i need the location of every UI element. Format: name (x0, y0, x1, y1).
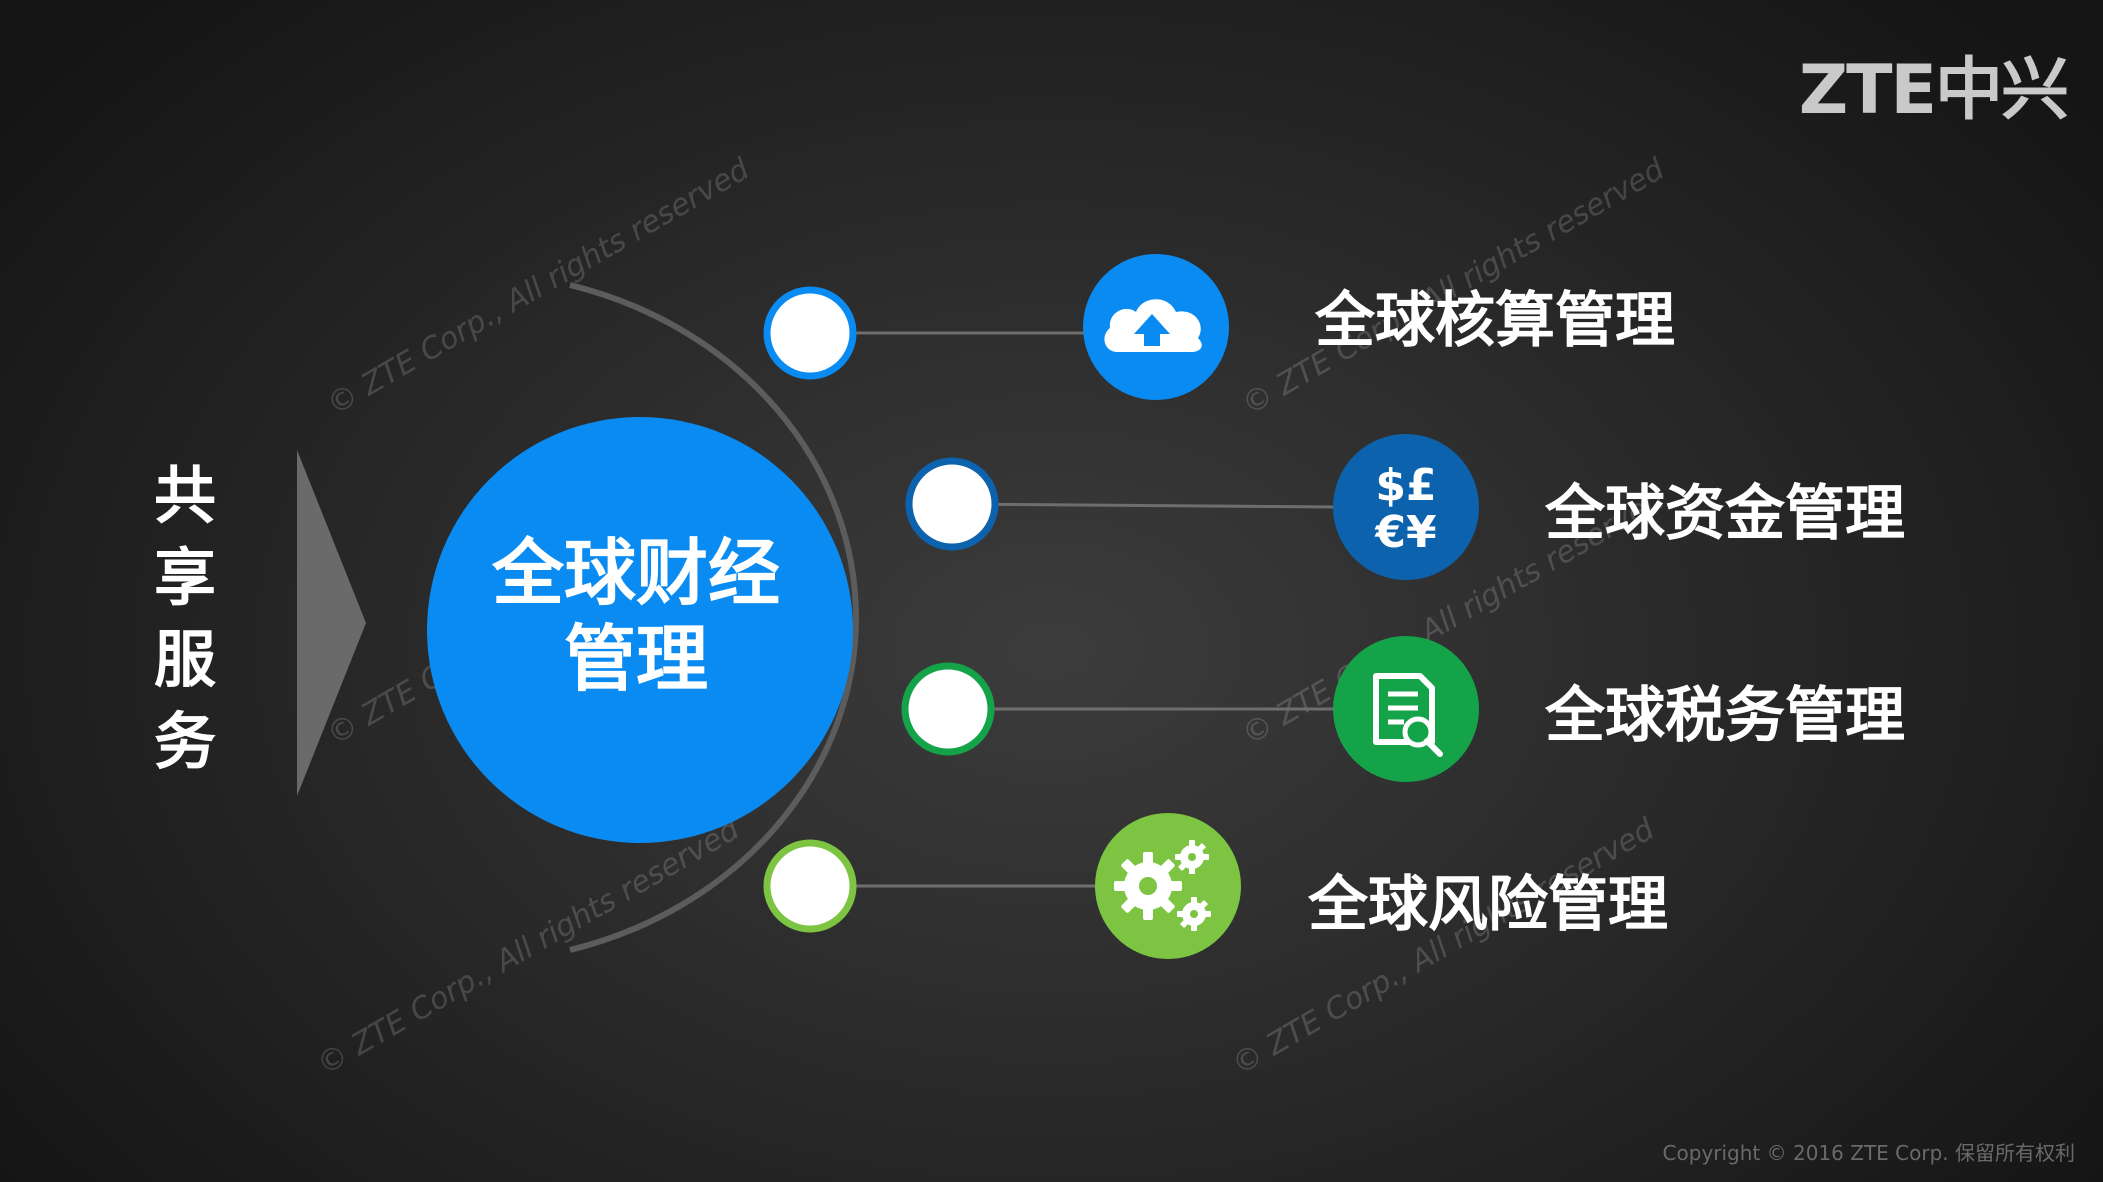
cloud-upload-icon (1083, 254, 1229, 400)
center-title: 全球财经 管理 (426, 530, 846, 702)
connector-line (951, 502, 1336, 509)
shared-services-char: 务 (153, 705, 216, 778)
node-risk (763, 839, 857, 933)
center-title-line1: 全球财经 (491, 531, 780, 615)
node-tax (901, 662, 995, 756)
arrow-triangle (297, 450, 366, 796)
tax-document-icon (1333, 636, 1479, 782)
shared-services-char: 共 (153, 459, 216, 532)
currency-icon: $£ €¥ (1333, 434, 1479, 580)
shared-services-label: 共 享 服 务 (150, 455, 220, 783)
node-treasury (905, 457, 999, 551)
center-title-line2: 管理 (563, 617, 708, 701)
branch-label-accounting: 全球核算管理 (1315, 286, 1675, 356)
branch-label-tax: 全球税务管理 (1545, 681, 1905, 751)
currency-bottom-text: €¥ (1374, 507, 1437, 558)
center-circle (427, 417, 853, 843)
shared-services-char: 服 (153, 623, 216, 696)
zte-logo: ZTE中兴 (1798, 51, 2069, 130)
connector-arc (569, 282, 859, 953)
node-accounting (763, 286, 857, 380)
currency-top-text: $£ (1375, 460, 1436, 511)
branch-label-treasury: 全球资金管理 (1545, 479, 1905, 549)
gears-icon (1095, 813, 1241, 959)
copyright-text: Copyright © 2016 ZTE Corp. 保留所有权利 (1662, 1141, 2075, 1165)
shared-services-char: 享 (153, 541, 216, 614)
branch-label-risk: 全球风险管理 (1308, 870, 1668, 940)
